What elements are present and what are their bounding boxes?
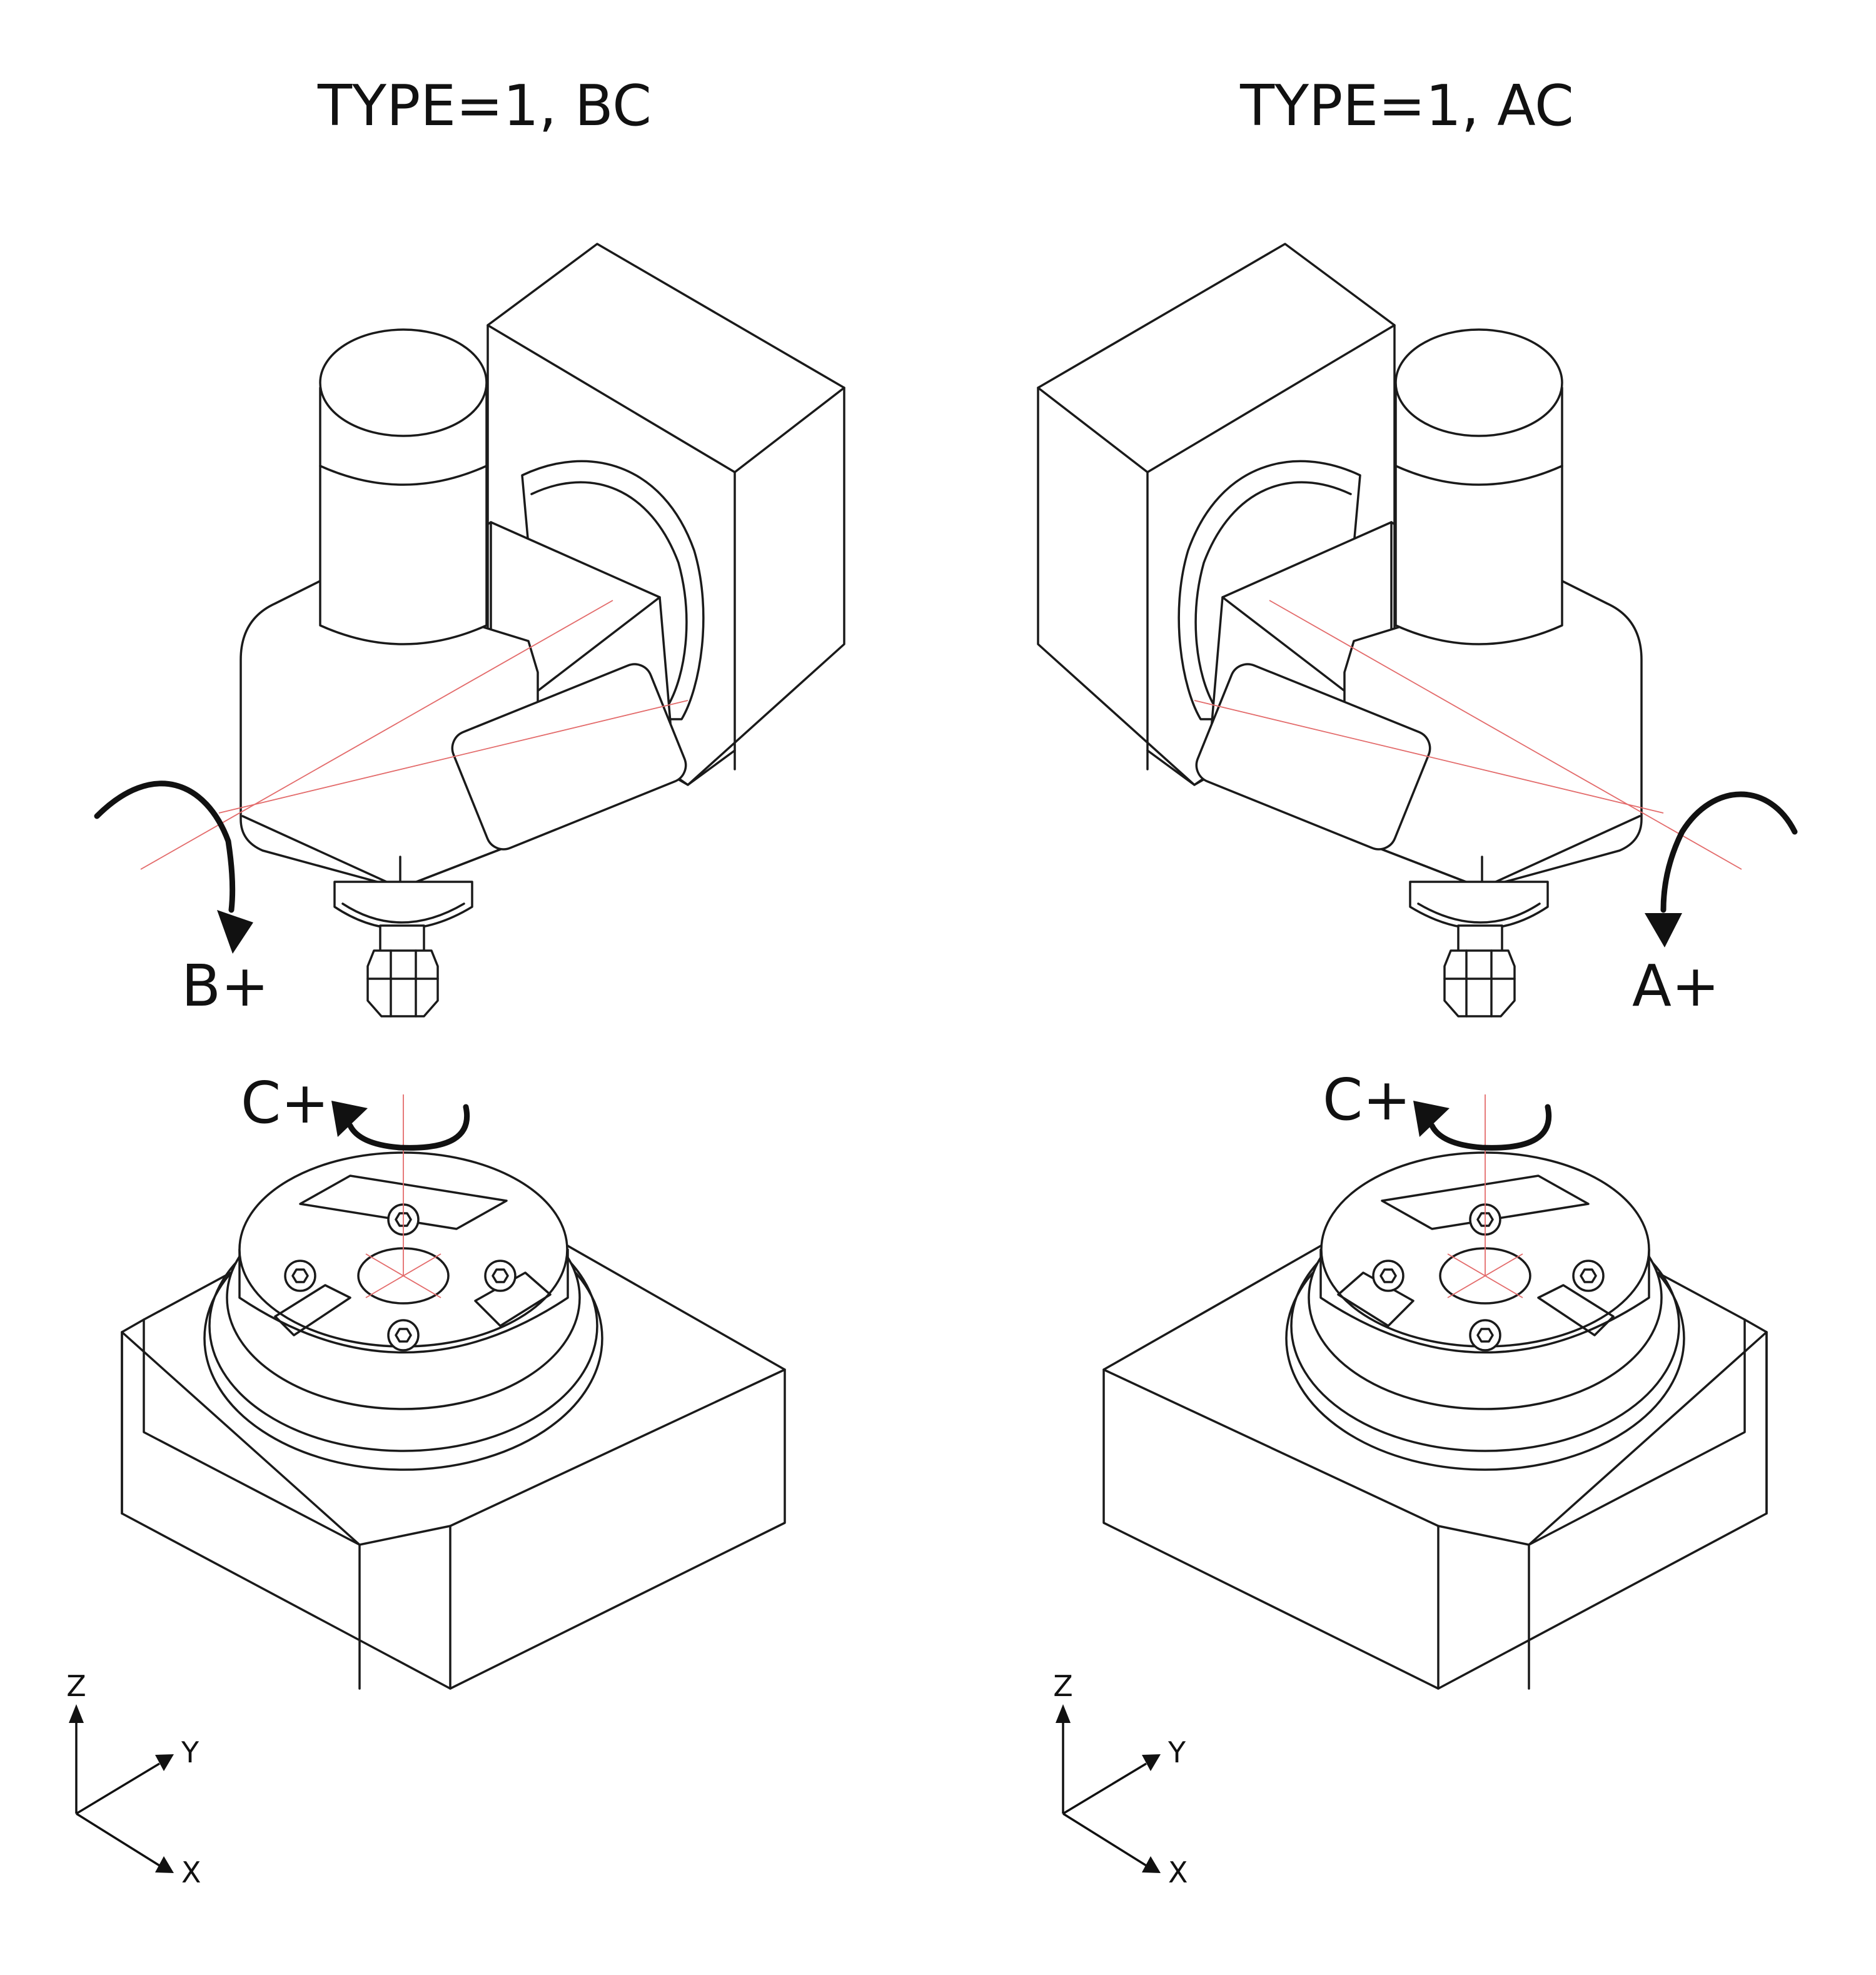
b-axis-label: B+ xyxy=(181,952,269,1019)
triad-y-label: Y xyxy=(181,1735,199,1769)
b-axis-rotation-arrow xyxy=(94,780,236,913)
c-axis-arrowhead xyxy=(1413,1101,1450,1137)
c-axis-arrowhead xyxy=(331,1101,368,1137)
triad-z-label: Z xyxy=(66,1669,86,1703)
rotary-table xyxy=(1102,1093,1768,1690)
c-axis-label: C+ xyxy=(241,1069,329,1136)
triad-y-label: Y xyxy=(1167,1735,1186,1769)
coordinate-triad: Z Y X xyxy=(66,1669,201,1889)
diagram-title: TYPE=1, AC xyxy=(1239,73,1574,139)
diagram-title: TYPE=1, BC xyxy=(317,73,652,139)
c-axis-label: C+ xyxy=(1323,1066,1411,1133)
triad-z-label: Z xyxy=(1053,1669,1073,1703)
coordinate-triad: Z Y X xyxy=(1053,1669,1188,1889)
spindle-head xyxy=(139,243,845,1018)
c-axis-rotation-arrow xyxy=(1429,1104,1552,1151)
c-axis-rotation-arrow xyxy=(347,1104,470,1151)
a-axis-rotation-arrow xyxy=(1660,791,1798,913)
spindle-head xyxy=(1037,243,1743,1018)
diagram-bc: TYPE=1, BC B+ C+ Z Y X xyxy=(66,73,845,1889)
a-axis-arrowhead xyxy=(1645,913,1682,947)
triad-x-label: X xyxy=(181,1856,201,1889)
a-axis-label: A+ xyxy=(1632,952,1720,1019)
diagram-ac: TYPE=1, AC A+ C+ Z Y X xyxy=(1037,73,1798,1889)
rotary-table xyxy=(121,1093,786,1690)
triad-x-label: X xyxy=(1168,1856,1188,1889)
b-axis-arrowhead xyxy=(217,910,253,954)
